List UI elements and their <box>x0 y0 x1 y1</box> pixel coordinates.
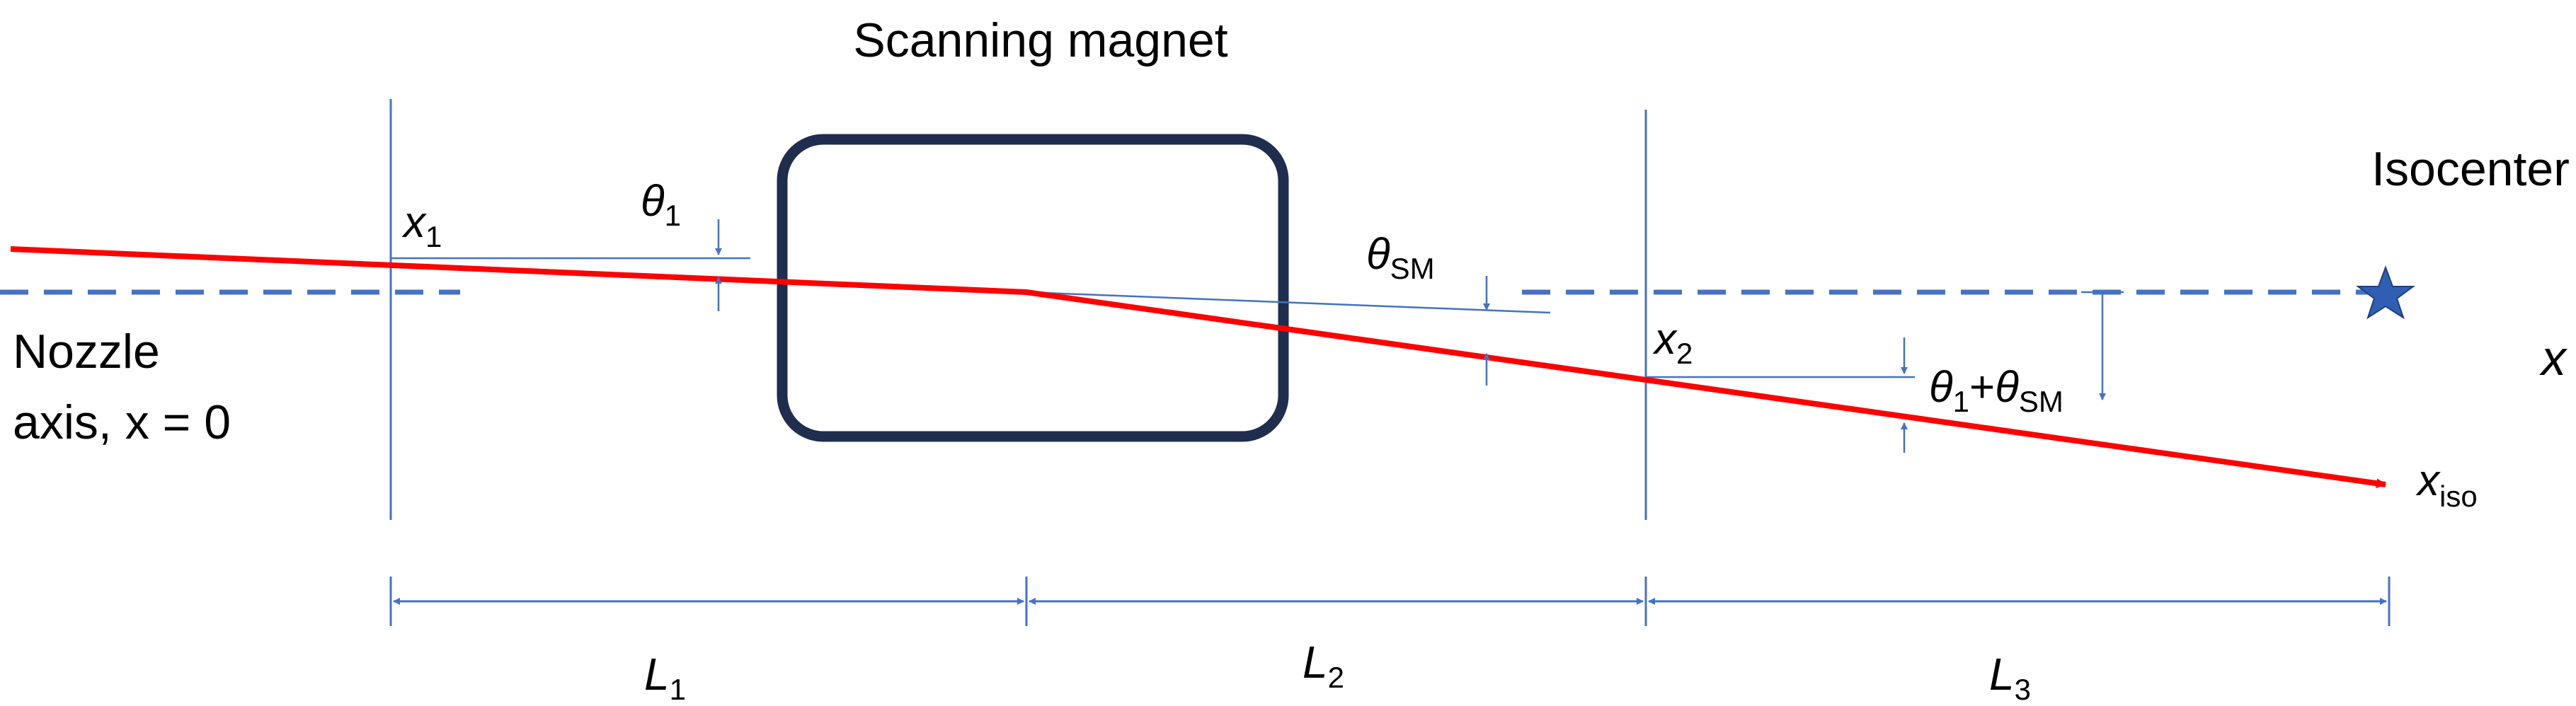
theta-sm-reference-line <box>1026 291 1551 314</box>
theta-sm-label: θSM <box>1366 230 1435 285</box>
scanning-magnet-box <box>777 134 1289 442</box>
nozzle-label-line2: axis, x = 0 <box>13 395 231 449</box>
x1-label: x1 <box>401 198 442 253</box>
scanning-magnet-label: Scanning magnet <box>853 13 1227 67</box>
beam-path <box>10 246 2386 489</box>
theta1-label: θ1 <box>641 177 681 232</box>
isocenter-label: Isocenter <box>2371 142 2570 196</box>
L2-label: L2 <box>1303 637 1344 694</box>
L3-label: L3 <box>1989 649 2031 706</box>
nozzle-label-line1: Nozzle <box>13 325 160 378</box>
star-icon <box>2355 265 2416 320</box>
theta-sum-label: θ1+θSM <box>1929 363 2063 418</box>
x-iso-label: xiso <box>2415 456 2478 513</box>
x-axis-label: x <box>2539 330 2568 386</box>
x2-label: x2 <box>1652 315 1693 370</box>
L1-label: L1 <box>644 649 686 706</box>
